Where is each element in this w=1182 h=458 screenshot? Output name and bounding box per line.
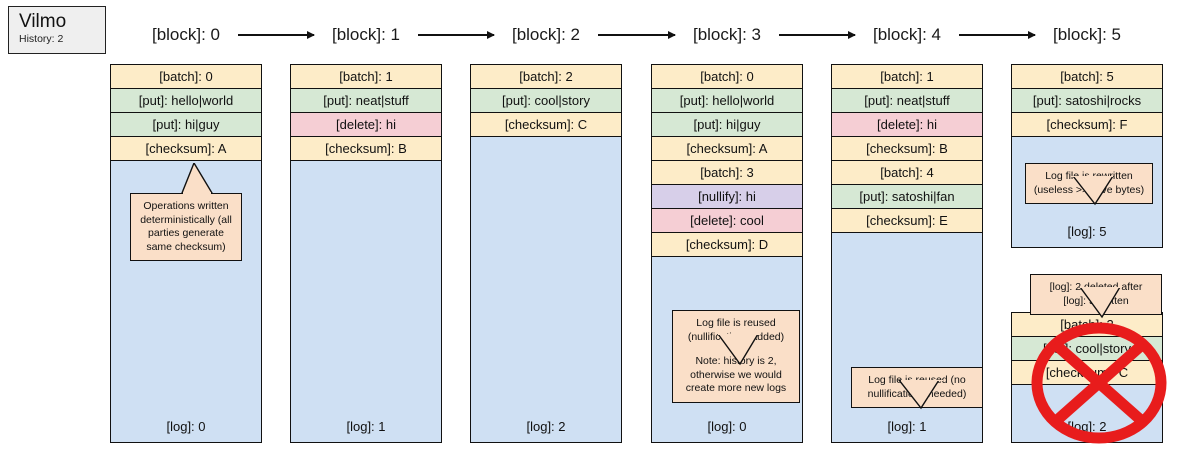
log-free-space: [log]: 1 (291, 161, 441, 442)
entry-put: [put]: neat|stuff (291, 89, 441, 113)
entry-batch: [batch]: 1 (832, 65, 982, 89)
entry-nullify: [nullify]: hi (652, 185, 802, 209)
entry-put: [put]: cool|story (1012, 337, 1162, 361)
app-logo-box: Vilmo History: 2 (8, 6, 106, 54)
annotation-callout-4-0: Log file is reused (no nullifications ne… (851, 367, 983, 408)
arrow-connector-4-to-5 (959, 30, 1036, 39)
log-file-label: [log]: 2 (526, 419, 566, 434)
entry-checksum: [checksum]: E (832, 209, 982, 233)
entry-delete: [delete]: hi (832, 113, 982, 137)
entry-batch: [batch]: 3 (652, 161, 802, 185)
entry-put: [put]: satoshi|fan (832, 185, 982, 209)
callout-spacer (679, 344, 793, 355)
arrow-connector-3-to-4 (779, 30, 856, 39)
annotation-callout-0-0: Operations written deterministically (al… (130, 193, 242, 261)
block-header-2: [block]: 2 (511, 25, 581, 44)
log-file-label: [log]: 2 (1067, 419, 1107, 434)
block-header-4: [block]: 4 (872, 25, 942, 44)
entry-checksum: [checksum]: F (1012, 113, 1162, 137)
entry-checksum: [checksum]: A (652, 137, 802, 161)
entry-batch: [batch]: 0 (111, 65, 261, 89)
block-header-5: [block]: 5 (1052, 25, 1122, 44)
entry-checksum: [checksum]: D (652, 233, 802, 257)
entry-put: [put]: satoshi|rocks (1012, 89, 1162, 113)
log-block-5-0[interactable]: [batch]: 5[put]: satoshi|rocks[checksum]… (1011, 64, 1163, 248)
arrow-connector-2-to-3 (598, 30, 676, 39)
callout-line: Operations written deterministically (al… (140, 200, 232, 253)
log-free-space: [log]: 2 (1012, 385, 1162, 442)
entry-put: [put]: hi|guy (652, 113, 802, 137)
log-file-label: [log]: 0 (166, 419, 206, 434)
callout-line: Note: history is 2, otherwise we would c… (685, 355, 787, 394)
log-file-label: [log]: 5 (1067, 224, 1107, 239)
entry-checksum: [checksum]: C (1012, 361, 1162, 385)
arrow-connector-1-to-2 (418, 30, 495, 39)
entry-checksum: [checksum]: A (111, 137, 261, 161)
entry-batch: [batch]: 0 (652, 65, 802, 89)
block-header-1: [block]: 1 (331, 25, 401, 44)
entry-batch: [batch]: 5 (1012, 65, 1162, 89)
log-free-space: [log]: 2 (471, 137, 621, 442)
entry-put: [put]: cool|story (471, 89, 621, 113)
annotation-callout-3-0: Log file is reused (nullifications added… (672, 310, 800, 403)
log-free-space: [log]: 1 (832, 233, 982, 442)
log-block-5-1[interactable]: [batch]: 2[put]: cool|story[checksum]: C… (1011, 312, 1163, 443)
callout-line: Log file is rewritten (useless >> alive … (1033, 170, 1145, 196)
history-setting: History: 2 (19, 33, 64, 45)
log-file-label: [log]: 1 (887, 419, 927, 434)
entry-put: [put]: hello|world (652, 89, 802, 113)
block-header-3: [block]: 3 (692, 25, 762, 44)
arrow-connector-0-to-1 (238, 30, 315, 39)
entry-batch: [batch]: 1 (291, 65, 441, 89)
block-header-0: [block]: 0 (151, 25, 221, 44)
entry-put: [put]: hello|world (111, 89, 261, 113)
entry-checksum: [checksum]: B (832, 137, 982, 161)
annotation-callout-5-1: [log]: 2 deleted after [log]: 5 written (1030, 274, 1162, 315)
entry-put: [put]: neat|stuff (832, 89, 982, 113)
log-block-2-0[interactable]: [batch]: 2[put]: cool|story[checksum]: C… (470, 64, 622, 443)
entry-checksum: [checksum]: C (471, 113, 621, 137)
entry-batch: [batch]: 4 (832, 161, 982, 185)
entry-checksum: [checksum]: B (291, 137, 441, 161)
callout-line: Log file is reused (no nullifications ne… (867, 374, 967, 400)
callout-line: [log]: 2 deleted after [log]: 5 written (1049, 281, 1143, 307)
app-name: Vilmo (19, 11, 67, 32)
log-file-label: [log]: 0 (707, 419, 747, 434)
entry-put: [put]: hi|guy (111, 113, 261, 137)
log-block-1-0[interactable]: [batch]: 1[put]: neat|stuff[delete]: hi[… (290, 64, 442, 443)
entry-batch: [batch]: 2 (1012, 313, 1162, 337)
entry-delete: [delete]: hi (291, 113, 441, 137)
entry-delete: [delete]: cool (652, 209, 802, 233)
entry-batch: [batch]: 2 (471, 65, 621, 89)
callout-line: Log file is reused (nullifications added… (687, 317, 785, 343)
annotation-callout-5-0: Log file is rewritten (useless >> alive … (1025, 163, 1153, 204)
log-file-label: [log]: 1 (346, 419, 386, 434)
